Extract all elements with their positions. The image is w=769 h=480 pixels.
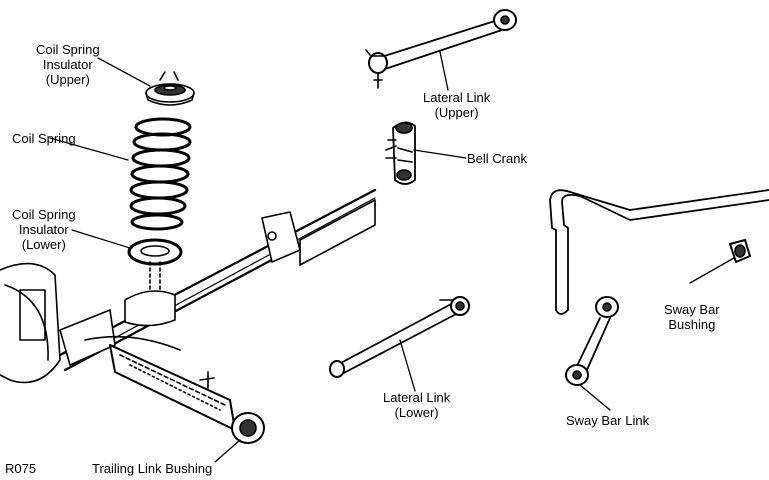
label-line: R075 bbox=[5, 461, 37, 476]
label-line: (Lower) bbox=[394, 405, 439, 420]
leader-lateral-link-upper bbox=[439, 51, 449, 91]
leader-coil-spring bbox=[49, 137, 129, 161]
label-line: Sway Bar bbox=[664, 302, 720, 317]
label-coil-spring: Coil Spring bbox=[12, 131, 76, 146]
leader-coil-spring-insulator-lower bbox=[71, 229, 131, 249]
label-line: Bell Crank bbox=[467, 151, 527, 166]
label-line: Coil Spring bbox=[12, 207, 76, 222]
label-line: Coil Spring bbox=[12, 131, 76, 146]
leader-lines bbox=[49, 51, 735, 463]
label-line: Lateral Link bbox=[383, 390, 451, 405]
sway-bar-bushing-part bbox=[729, 239, 751, 263]
trailing-link-part bbox=[109, 344, 265, 444]
label-trailing-link-bushing: Trailing Link Bushing bbox=[92, 461, 212, 476]
figure-code: R075 bbox=[5, 461, 36, 476]
label-sway-bar-link: Sway Bar Link bbox=[566, 413, 649, 428]
label-sway-bar-bushing: Sway Bar Bushing bbox=[664, 302, 720, 332]
label-line: (Lower) bbox=[21, 237, 66, 252]
leader-sway-bar-link bbox=[579, 384, 611, 411]
label-coil-spring-insulator-lower: Coil Spring Insulator (Lower) bbox=[12, 207, 76, 252]
label-line: Insulator bbox=[18, 222, 69, 237]
label-lateral-link-upper: Lateral Link (Upper) bbox=[423, 90, 490, 120]
label-line: Bushing bbox=[668, 317, 716, 332]
leader-coil-spring-insulator-upper bbox=[97, 57, 151, 87]
leader-trailing-link-bushing bbox=[214, 439, 241, 463]
coil-spring-part bbox=[129, 117, 192, 231]
leader-sway-bar-bushing bbox=[689, 257, 735, 284]
lateral-link-lower-part bbox=[329, 296, 470, 378]
label-line: (Upper) bbox=[434, 105, 479, 120]
sway-bar-link-part bbox=[565, 296, 619, 386]
coil-spring-insulator-upper-part bbox=[145, 71, 195, 106]
sway-bar-part bbox=[549, 189, 769, 315]
leader-bell-crank bbox=[413, 149, 467, 159]
label-line: Sway Bar Link bbox=[566, 413, 650, 428]
label-coil-spring-insulator-upper: Coil Spring Insulator (Upper) bbox=[36, 42, 100, 87]
leader-lateral-link-lower bbox=[399, 339, 416, 392]
label-line: (Upper) bbox=[45, 72, 90, 87]
label-line: Lateral Link bbox=[423, 90, 491, 105]
label-line: Insulator bbox=[42, 57, 93, 72]
label-bell-crank: Bell Crank bbox=[467, 151, 527, 166]
label-lateral-link-lower: Lateral Link (Lower) bbox=[383, 390, 450, 420]
bell-crank-part bbox=[385, 121, 416, 185]
label-line: Trailing Link Bushing bbox=[92, 461, 213, 476]
lateral-link-upper-part bbox=[365, 9, 517, 89]
coil-spring-insulator-lower-part bbox=[127, 238, 183, 291]
axle-beam-part bbox=[0, 188, 377, 384]
label-line: Coil Spring bbox=[36, 42, 100, 57]
